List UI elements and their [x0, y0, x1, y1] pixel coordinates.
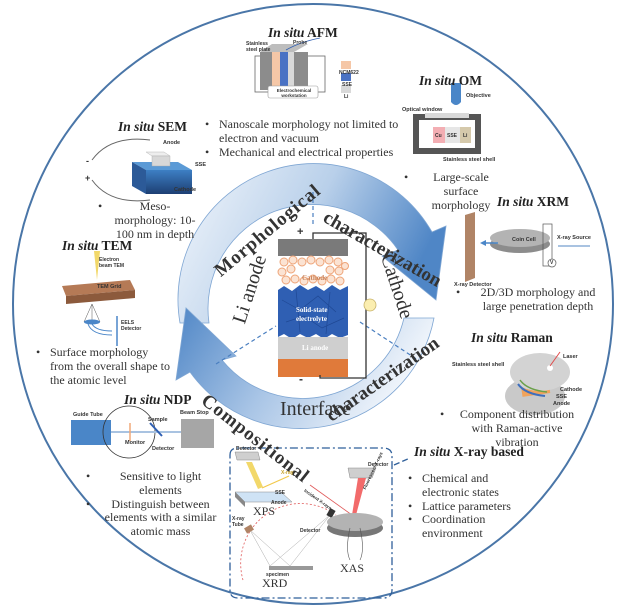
xps-label-detector: Detector [236, 446, 257, 452]
divider-left [215, 325, 277, 365]
xray-bullets: Chemical and electronic states Lattice p… [408, 471, 518, 541]
cathode-particles [277, 255, 349, 286]
xrm-bullets: 2D/3D morphology and large penetration d… [456, 285, 606, 314]
sem-diagram [91, 138, 192, 202]
xps-diagram [234, 451, 293, 507]
afm-title: In situ AFM [268, 25, 338, 40]
xrd-diagram [240, 503, 337, 581]
raman-label-shell: Stainless steel shell [452, 362, 505, 368]
cell-label-electrolyte-1: Solid-state [296, 306, 328, 314]
cell-label-electrolyte-2: electrolyte [296, 315, 327, 323]
xray-title: In situ X-ray based [414, 444, 524, 459]
xps-label-xray: X-ray [281, 470, 294, 476]
om-label-shell: Stainless steel shell [443, 157, 496, 163]
afm-bullets: Nanoscale morphology not limited to elec… [205, 117, 405, 159]
raman-label-laser: Laser [563, 354, 578, 360]
xrm-label-coin: Coin Cell [512, 237, 536, 243]
xrm-label-v: V [550, 260, 554, 266]
region-interface: Interface [280, 398, 352, 420]
afm-label-workstation: Electrochemical workstation [276, 88, 312, 98]
ndp-label-stop: Beam Stop [180, 410, 209, 416]
raman-label-cathode: Cathode [560, 387, 582, 393]
xrm-label-source: X-ray Source [557, 235, 591, 241]
afm-label-probe: Probe [293, 40, 308, 46]
sem-label-plus: + [85, 173, 91, 183]
sem-label-minus: - [86, 156, 89, 166]
ndp-bullets: Sensitive to light elements Distinguish … [86, 469, 221, 539]
tem-label-grid: TEM Grid [97, 284, 122, 290]
sem-title: In situ SEM [118, 119, 188, 134]
om-label-cu: Cu [435, 133, 442, 139]
ndp-label-guide: Guide Tube [73, 412, 103, 418]
cell-label-li-anode: Li anode [302, 344, 329, 352]
current-collector [278, 359, 348, 377]
afm-label-li: Li [344, 94, 349, 100]
outer-circle [12, 3, 614, 605]
raman-label-anode: Anode [553, 401, 571, 407]
sem-label-sse: SSE [195, 162, 207, 168]
om-label-objective: Objective [466, 93, 491, 99]
xas-diagram [309, 467, 383, 561]
ndp-label-sample: Sample [148, 417, 168, 423]
om-label-window: Optical window [402, 107, 443, 113]
cell-minus: - [299, 372, 303, 386]
xas-label-detector: Detector [368, 462, 389, 468]
om-bullets: Large-scale surface morphology [404, 170, 504, 212]
cell-plus: + [297, 226, 304, 238]
sem-label-cathode: Cathode [174, 187, 196, 193]
om-diagram [413, 83, 481, 154]
xps-label-anode: Anode [271, 500, 287, 506]
afm-label-ncm: NCM622 [339, 70, 359, 76]
xrm-label-detector: X-ray Detector [454, 282, 492, 288]
battery-cell [277, 232, 377, 379]
tem-label-eels: EELS Detector [121, 320, 142, 332]
xrd-label-detector: Detector [300, 528, 321, 534]
afm-diagram [254, 37, 351, 99]
xps-label-sse: SSE [275, 490, 286, 496]
divider-right [359, 321, 419, 361]
ndp-title: In situ NDP [124, 392, 192, 407]
afm-label-plate: Stainless steel plate [246, 41, 271, 53]
om-title: In situ OM [419, 73, 483, 88]
tem-label-beam: Electron beam TEM [99, 257, 125, 269]
morphological-arrow [177, 163, 447, 324]
ndp-label-detector: Detector [152, 446, 175, 452]
ndp-diagram [71, 405, 214, 459]
ndp-label-monitor: Monitor [125, 440, 146, 446]
xrd-label-specimen: specimen [266, 572, 290, 578]
tem-bullets: Surface morphology from the overall shap… [36, 345, 171, 387]
sem-bullets: Meso-morphology: 10-100 nm in depth [98, 199, 198, 241]
xray-dash-box [229, 447, 393, 599]
tem-diagram [62, 251, 135, 346]
raman-label-sse: SSE [556, 394, 568, 400]
xas-label: XAS [340, 561, 365, 575]
om-label-sse: SSE [447, 133, 458, 139]
raman-diagram [505, 351, 570, 415]
cell-label-cathode: Cathode [302, 274, 328, 282]
afm-label-sse: SSE [342, 82, 353, 88]
raman-title: In situ Raman [471, 330, 553, 345]
xrm-diagram [465, 212, 590, 282]
electrolyte-layer [278, 285, 348, 339]
raman-bullets: Component distribution with Raman-active… [440, 407, 580, 449]
xrm-title: In situ XRM [497, 194, 570, 209]
li-anode-layer [278, 337, 348, 359]
tem-title: In situ TEM [62, 238, 133, 253]
om-label-li: Li [463, 133, 468, 139]
xrd-label-tube: X-ray Tube [232, 516, 245, 528]
xrd-label: XRD [262, 576, 288, 590]
compositional-arrow [175, 307, 435, 429]
bulb-icon [363, 298, 377, 312]
sem-label-anode: Anode [163, 140, 181, 146]
xps-label: XPS [253, 504, 276, 518]
